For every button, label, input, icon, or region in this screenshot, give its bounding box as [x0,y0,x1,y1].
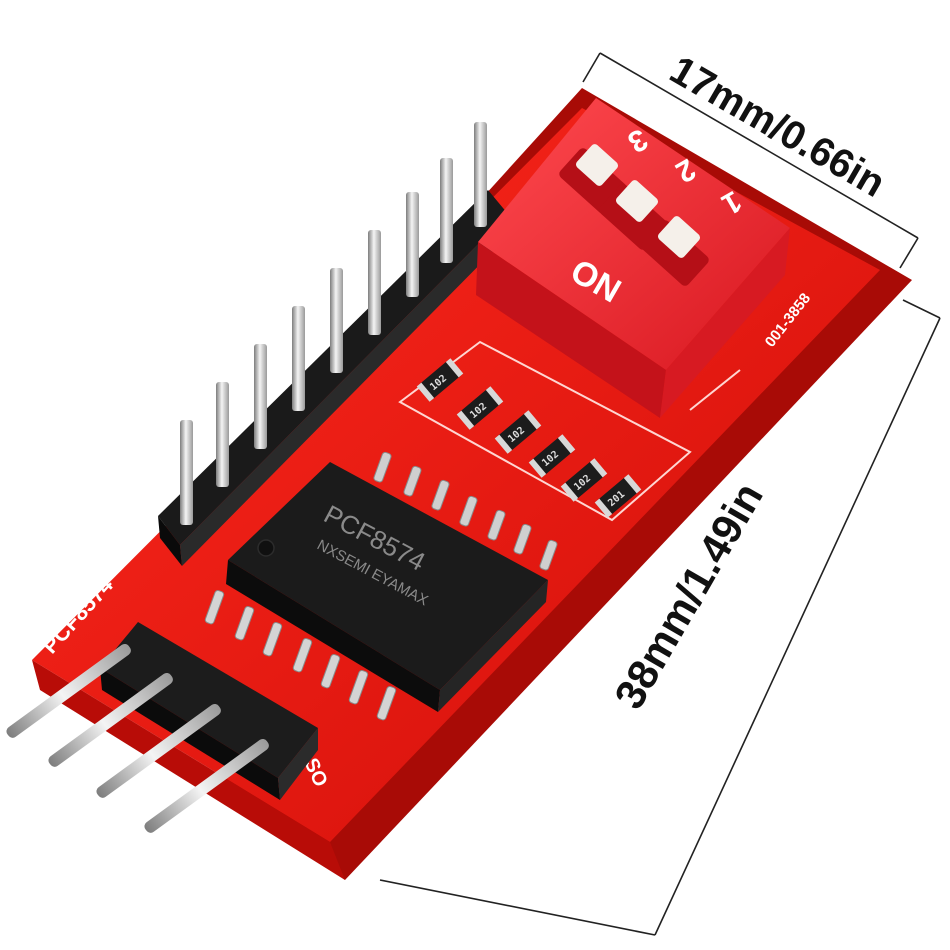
pcf8574-chip: PCF8574 NXSEMI EYAMAX [226,462,548,712]
header-pin [292,306,305,411]
header-4-pin [6,622,318,833]
header-8-pin [158,122,508,566]
dip-lever-1[interactable] [656,214,701,259]
dip-lever-2[interactable] [614,178,659,223]
side-pin [48,672,173,767]
header-pin [254,344,267,449]
resistor: 102 [416,358,464,402]
chip-legs-top [373,451,558,571]
header-pin [330,268,343,373]
header-pin [440,158,453,263]
header-pin [406,192,419,297]
width-dimension-line [582,52,919,269]
header-pin [180,420,193,525]
header-pin [368,230,381,335]
side-pin [96,703,221,798]
dip-lever-3[interactable] [574,142,619,187]
resistor-array: 102 102 102 102 102 201 [416,358,642,518]
header-pin [474,122,487,227]
resistor: 102 [494,410,542,454]
length-dimension-line [379,299,941,936]
resistor: 102 [560,458,608,502]
side-pin [144,738,269,833]
chip-legs-bottom [204,590,397,721]
header-pins [180,122,487,525]
resistor: 201 [594,474,642,518]
side-pin [6,643,131,738]
dip-switch-levers [559,142,709,286]
resistor: 102 [528,434,576,478]
header-pin [216,382,229,487]
resistor: 102 [456,386,504,430]
side-pins [6,643,269,833]
chip-pin1-dot [257,539,275,557]
